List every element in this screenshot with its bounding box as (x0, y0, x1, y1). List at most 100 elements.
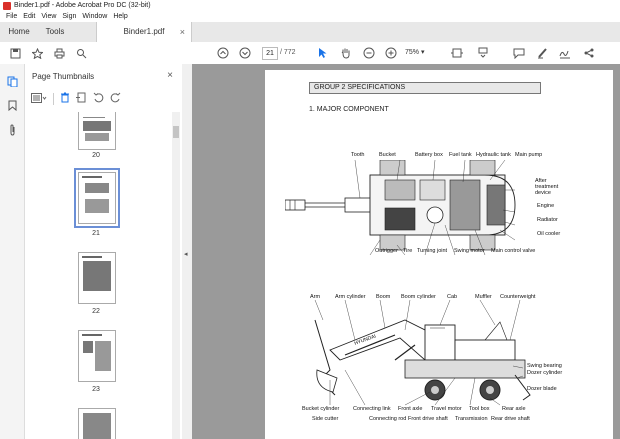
page-thumbnails-icon[interactable] (6, 76, 18, 88)
label-main-control-valve: Main control valve (491, 248, 536, 254)
label-dozer-blade: Dozer blade (527, 386, 557, 392)
rotate-clockwise-icon[interactable] (110, 92, 121, 106)
menu-help[interactable]: Help (113, 13, 128, 20)
menu-view[interactable]: View (41, 13, 57, 20)
label-side-cutter: Side cutter (312, 416, 339, 422)
left-navigation-rail (0, 64, 25, 439)
label-engine: Engine (537, 203, 555, 209)
next-page-icon[interactable] (238, 46, 252, 60)
tab-document[interactable]: Binder1.pdf × (96, 22, 192, 42)
section-subheading: 1. MAJOR COMPONENT (309, 106, 389, 113)
bookmark-icon[interactable] (6, 100, 18, 112)
label-fuel-tank: Fuel tank (449, 152, 472, 158)
panel-splitter[interactable]: ◂ (182, 64, 192, 439)
collapse-panel-icon[interactable]: ◂ (184, 251, 188, 258)
section-heading: GROUP 2 SPECIFICATIONS (309, 82, 541, 94)
label-bucket-cylinder: Bucket cylinder (302, 406, 340, 412)
highlight-icon[interactable] (536, 46, 550, 60)
excavator-side-view-diagram: HYUNDAI (314, 300, 531, 406)
tab-tools[interactable]: Tools (45, 27, 65, 36)
thumbnail-page-21[interactable] (74, 168, 120, 228)
label-rear-drive-shaft: Rear drive shaft (491, 416, 530, 422)
menu-window[interactable]: Window (82, 13, 108, 20)
close-tab-icon[interactable]: × (179, 27, 185, 37)
select-cursor-icon[interactable] (316, 46, 330, 60)
label-connecting-link: Connecting link (353, 406, 391, 412)
thumbnail-label-23: 23 (92, 386, 100, 393)
rotate-counterclockwise-icon[interactable] (93, 92, 104, 106)
print-icon[interactable] (52, 46, 66, 60)
zoom-level[interactable]: 75% ▾ (405, 47, 435, 58)
label-front-drive-shaft: Front drive shaft (408, 416, 448, 422)
thumbnail-label-20: 20 (92, 152, 100, 159)
menu-edit[interactable]: Edit (23, 13, 36, 20)
label-hydraulic-tank: Hydraulic tank (476, 152, 511, 158)
comment-icon[interactable] (512, 46, 526, 60)
page-thumbnails-panel: Page Thumbnails × 20 (25, 64, 183, 439)
menu-bar: File Edit View Sign Window Help (0, 11, 620, 22)
zoom-in-icon[interactable] (384, 46, 398, 60)
menu-file[interactable]: File (6, 13, 18, 20)
label-arm-cylinder: Arm cylinder (335, 294, 366, 300)
label-after-treatment-device: After treatment device (535, 178, 559, 196)
label-swing-bearing: Swing bearing (527, 363, 562, 369)
label-rear-axle: Rear axle (502, 406, 526, 412)
label-turning-joint: Turning joint (417, 248, 448, 254)
attachment-icon[interactable] (6, 124, 18, 136)
thumbnail-label-22: 22 (92, 308, 100, 315)
fit-page-icon[interactable] (450, 46, 464, 60)
pdf-page: GROUP 2 SPECIFICATIONS 1. MAJOR COMPONEN… (265, 70, 613, 439)
acrobat-app-icon (3, 1, 11, 10)
panel-title: Page Thumbnails (32, 72, 95, 81)
sign-icon[interactable] (558, 46, 572, 60)
close-panel-icon[interactable]: × (167, 70, 173, 81)
scroll-mode-icon[interactable] (476, 46, 490, 60)
label-tooth: Tooth (351, 152, 365, 158)
save-icon[interactable] (8, 46, 22, 60)
label-battery-box: Battery box (415, 152, 443, 158)
label-boom-cylinder: Boom cylinder (401, 294, 436, 300)
label-boom: Boom (376, 294, 391, 300)
label-main-pump: Main pump (515, 152, 543, 158)
tab-home[interactable]: Home (8, 27, 30, 36)
search-icon[interactable] (74, 46, 88, 60)
thumbnail-list: 20 21 22 23 (25, 112, 182, 439)
hand-icon[interactable] (338, 46, 352, 60)
thumbnail-page-20[interactable] (78, 112, 116, 150)
thumbnail-page-23[interactable] (78, 330, 116, 382)
thumbnail-label-21: 21 (92, 230, 100, 237)
label-tool-box: Tool box (469, 406, 490, 412)
tab-bar: Home Tools Binder1.pdf × (0, 22, 620, 43)
label-muffler: Muffler (475, 294, 492, 300)
label-tire: Tire (403, 248, 413, 254)
label-transmission: Transmission (455, 416, 488, 422)
scrollbar-thumb[interactable] (173, 126, 179, 138)
page-number-input[interactable]: 21 (262, 47, 278, 60)
zoom-value: 75% (405, 49, 420, 56)
label-outrigger: Outrigger (375, 248, 398, 254)
insert-page-icon[interactable] (76, 92, 87, 106)
prev-page-icon[interactable] (216, 46, 230, 60)
label-oil-cooler: Oil cooler (537, 231, 561, 237)
bookmark-star-icon[interactable] (30, 46, 44, 60)
label-travel-motor: Travel motor (431, 406, 462, 412)
thumbnail-page-24[interactable] (78, 408, 116, 439)
thumbnail-scrollbar[interactable] (172, 112, 180, 439)
label-arm: Arm (310, 294, 321, 300)
document-viewer[interactable]: GROUP 2 SPECIFICATIONS 1. MAJOR COMPONEN… (192, 64, 620, 439)
page-total: / 772 (280, 49, 296, 56)
tab-document-label: Binder1.pdf (123, 27, 165, 36)
excavator-top-view-diagram (285, 160, 516, 256)
menu-sign[interactable]: Sign (62, 13, 77, 20)
options-menu-icon[interactable] (31, 92, 47, 106)
label-counterweight: Counterweight (500, 294, 536, 300)
share-icon[interactable] (582, 46, 596, 60)
delete-page-icon[interactable] (60, 92, 70, 106)
panel-toolbar (31, 92, 121, 106)
window-title: Binder1.pdf - Adobe Acrobat Pro DC (32-b… (14, 2, 151, 9)
label-connecting-rod: Connecting rod (369, 416, 407, 422)
label-front-axle: Front axle (398, 406, 423, 412)
label-cab: Cab (447, 294, 458, 300)
zoom-out-icon[interactable] (362, 46, 376, 60)
thumbnail-page-22[interactable] (78, 252, 116, 304)
